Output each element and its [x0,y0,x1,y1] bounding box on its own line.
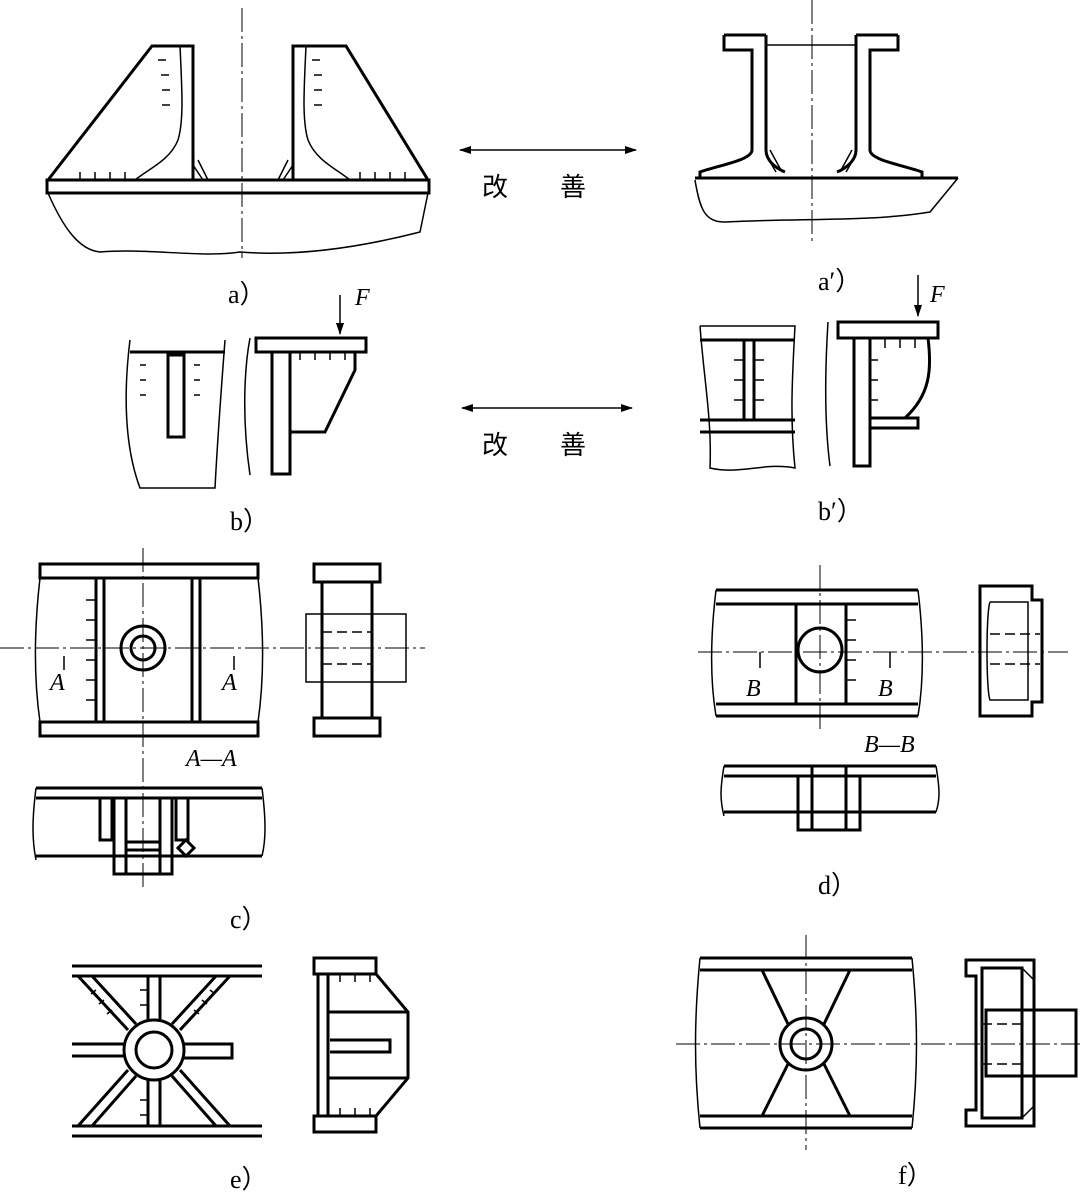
label-f: f） [898,1161,933,1190]
section-d-title: B—B [864,732,915,758]
figure-b: F b） [125,285,370,536]
label-d: d） [818,871,857,900]
label-b: b） [230,507,269,536]
force-b-prime: F [929,282,945,308]
section-c-left: A [48,670,65,696]
force-b: F [354,285,370,311]
label-e: e） [230,1165,268,1193]
figure-f: f） [676,935,1080,1190]
figure-d: B B B—B d） [698,565,1068,900]
figure-c: A A A—A c） [0,548,425,934]
label-b-prime: b′） [818,497,863,526]
improve-arrow-2: 改 善 [461,404,633,461]
section-d-left: B [746,676,761,702]
label-a: a） [228,280,266,309]
improve-text-2: 改 善 [482,431,586,461]
label-c: c） [230,905,268,934]
section-c-title: A—A [184,746,237,772]
improve-text-1: 改 善 [482,173,586,203]
improve-arrow-1: 改 善 [459,146,637,203]
section-d-right: B [878,676,893,702]
figure-a: a） [45,8,431,309]
label-a-prime: a′） [818,267,861,296]
figure-b-prime: F b′） [699,275,945,526]
figure-a-prime: a′） [694,0,959,296]
figure-e: e） [72,956,410,1193]
section-c-right: A [220,670,237,696]
